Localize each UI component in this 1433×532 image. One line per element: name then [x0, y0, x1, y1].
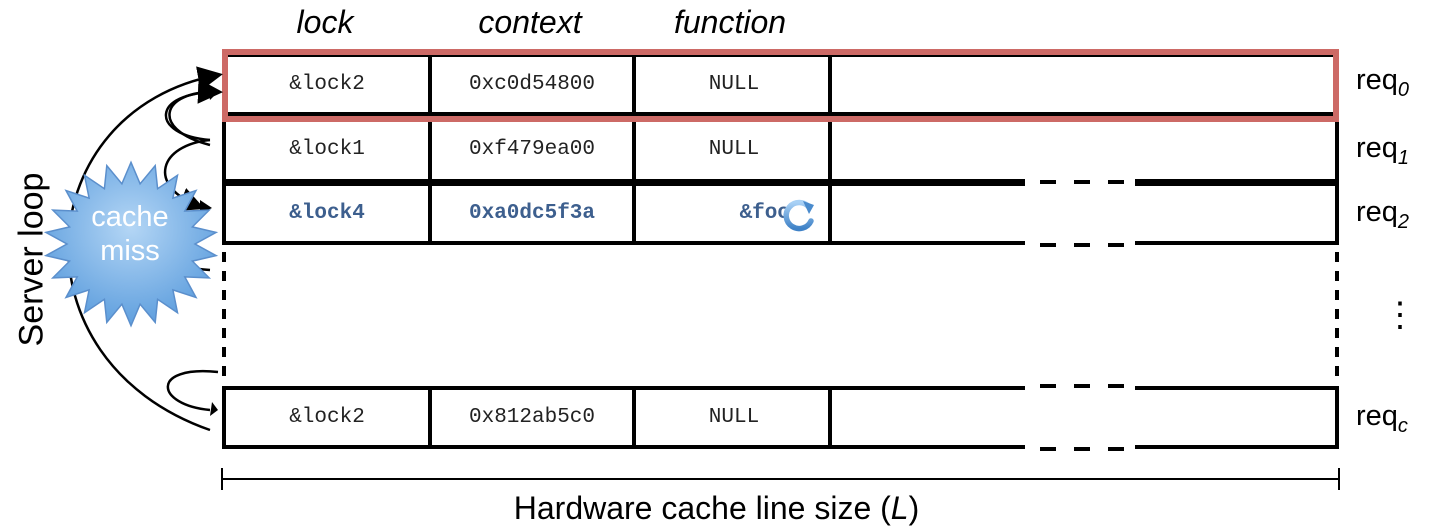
lock-cell: &lock1: [289, 138, 365, 161]
function-cell: NULL: [708, 73, 760, 96]
request-row-2: &lock4 0xa0dc5f3a &foo: [222, 182, 1339, 245]
function-cell: NULL: [708, 138, 760, 161]
column-header-function: function: [673, 4, 787, 40]
lock-cell: &lock4: [289, 202, 365, 225]
refresh-icon: [783, 199, 814, 232]
highlight-box: [222, 49, 1339, 122]
column-header-context: context: [478, 4, 582, 40]
request-row-1: &lock1 0xf479ea00 NULL: [222, 120, 1339, 183]
context-cell: 0xf479ea00: [468, 138, 596, 161]
context-cell: 0xc0d54800: [468, 73, 596, 96]
req-label-0: req0: [1356, 64, 1410, 101]
request-row-c: &lock2 0x812ab5c0 NULL: [222, 386, 1339, 449]
req-label-c: reqc: [1356, 400, 1408, 437]
cache-line-size-label: Hardware cache line size (L): [513, 490, 920, 526]
context-cell: 0xa0dc5f3a: [468, 202, 596, 225]
context-cell: 0x812ab5c0: [468, 406, 596, 429]
req-label-1: req1: [1356, 132, 1410, 169]
cache-miss-burst: [43, 160, 219, 328]
req-ellipsis: ⋮: [1383, 296, 1417, 334]
column-header-lock: lock: [296, 4, 354, 40]
lock-cell: &lock2: [289, 406, 365, 429]
cache-miss-label: cache miss: [91, 201, 169, 267]
lock-cell: &lock2: [289, 73, 365, 96]
function-cell: NULL: [708, 406, 760, 429]
function-cell: &foo: [739, 202, 790, 225]
server-loop-label: Server loop: [12, 172, 51, 347]
req-label-2: req2: [1356, 196, 1410, 233]
